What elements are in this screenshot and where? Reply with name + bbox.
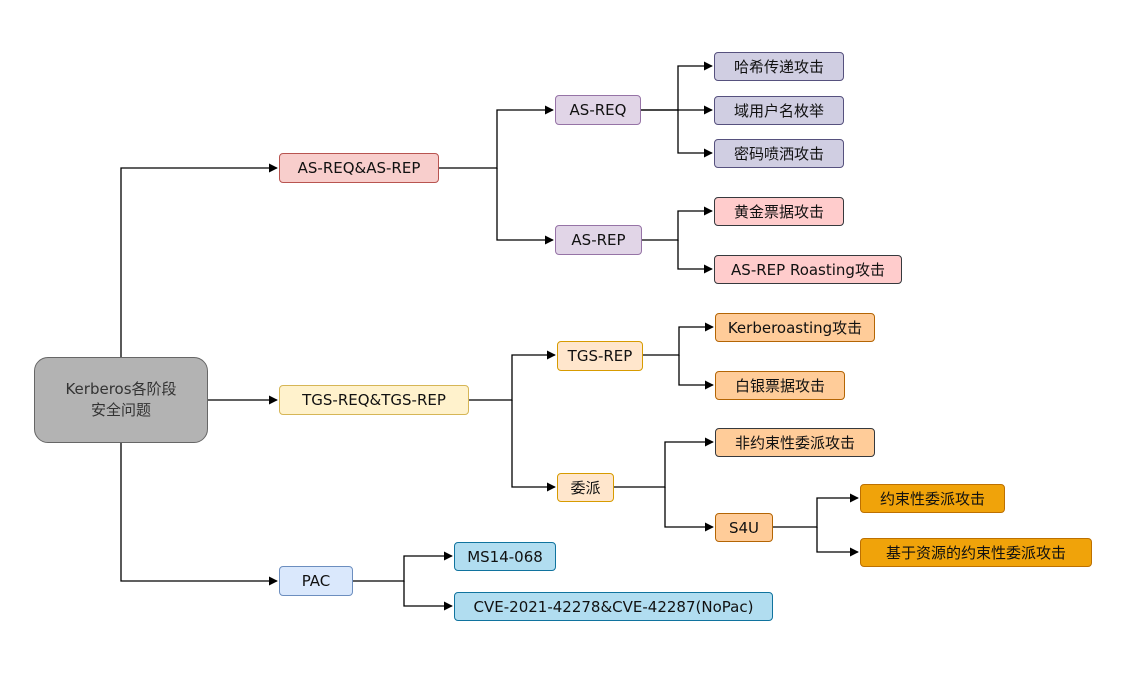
- node-unconstrained-delegation: 非约束性委派攻击: [715, 428, 875, 457]
- edge-s4u-rbcd: [816, 527, 859, 557]
- edge-as-asreq: [439, 105, 554, 169]
- edge-asreq-spray: [677, 110, 713, 158]
- node-nopac: CVE-2021-42278&CVE-42287(NoPac): [454, 592, 773, 621]
- node-as-req: AS-REQ: [555, 95, 641, 125]
- node-delegation: 委派: [557, 473, 614, 502]
- node-domain-user-enum: 域用户名枚举: [714, 96, 844, 125]
- node-asrep-roasting: AS-REP Roasting攻击: [714, 255, 902, 284]
- edge-pac-nopac: [403, 581, 453, 611]
- root-label-line2: 安全问题: [90, 401, 151, 419]
- edge-tgsrep-silver: [678, 355, 714, 390]
- node-tgs-req-tgs-rep: TGS-REQ&TGS-REP: [279, 385, 469, 415]
- node-s4u: S4U: [715, 513, 773, 542]
- node-pass-the-hash: 哈希传递攻击: [714, 52, 844, 81]
- edge-pac-ms14068: [353, 551, 453, 582]
- edge-root-pac: [120, 443, 278, 586]
- edge-asreq-pth: [641, 61, 713, 111]
- edge-tgsrep-kerberoast: [643, 322, 714, 356]
- edge-root-as: [120, 163, 278, 357]
- node-golden-ticket: 黄金票据攻击: [714, 197, 844, 226]
- node-rbcd: 基于资源的约束性委派攻击: [860, 538, 1092, 567]
- node-as-req-as-rep: AS-REQ&AS-REP: [279, 153, 439, 183]
- root-node-kerberos-security: Kerberos各阶段 安全问题: [34, 357, 208, 443]
- edge-tgs-tgsrep: [469, 350, 556, 401]
- node-as-rep: AS-REP: [555, 225, 642, 255]
- node-ms14-068: MS14-068: [454, 542, 556, 571]
- node-kerberoasting: Kerberoasting攻击: [715, 313, 875, 342]
- node-constrained-delegation: 约束性委派攻击: [860, 484, 1005, 513]
- root-label-line1: Kerberos各阶段: [65, 380, 177, 398]
- node-password-spray: 密码喷洒攻击: [714, 139, 844, 168]
- edge-asrep-golden: [642, 206, 713, 241]
- node-pac: PAC: [279, 566, 353, 596]
- edge-as-asrep: [496, 168, 554, 245]
- node-silver-ticket: 白银票据攻击: [715, 371, 845, 400]
- edge-delegation-unconstrained: [614, 437, 714, 488]
- edge-s4u-constrained: [773, 493, 859, 528]
- edge-tgs-delegation: [511, 400, 556, 492]
- node-tgs-rep: TGS-REP: [557, 341, 643, 371]
- edge-asrep-roasting: [677, 240, 713, 274]
- edge-delegation-s4u: [664, 487, 714, 532]
